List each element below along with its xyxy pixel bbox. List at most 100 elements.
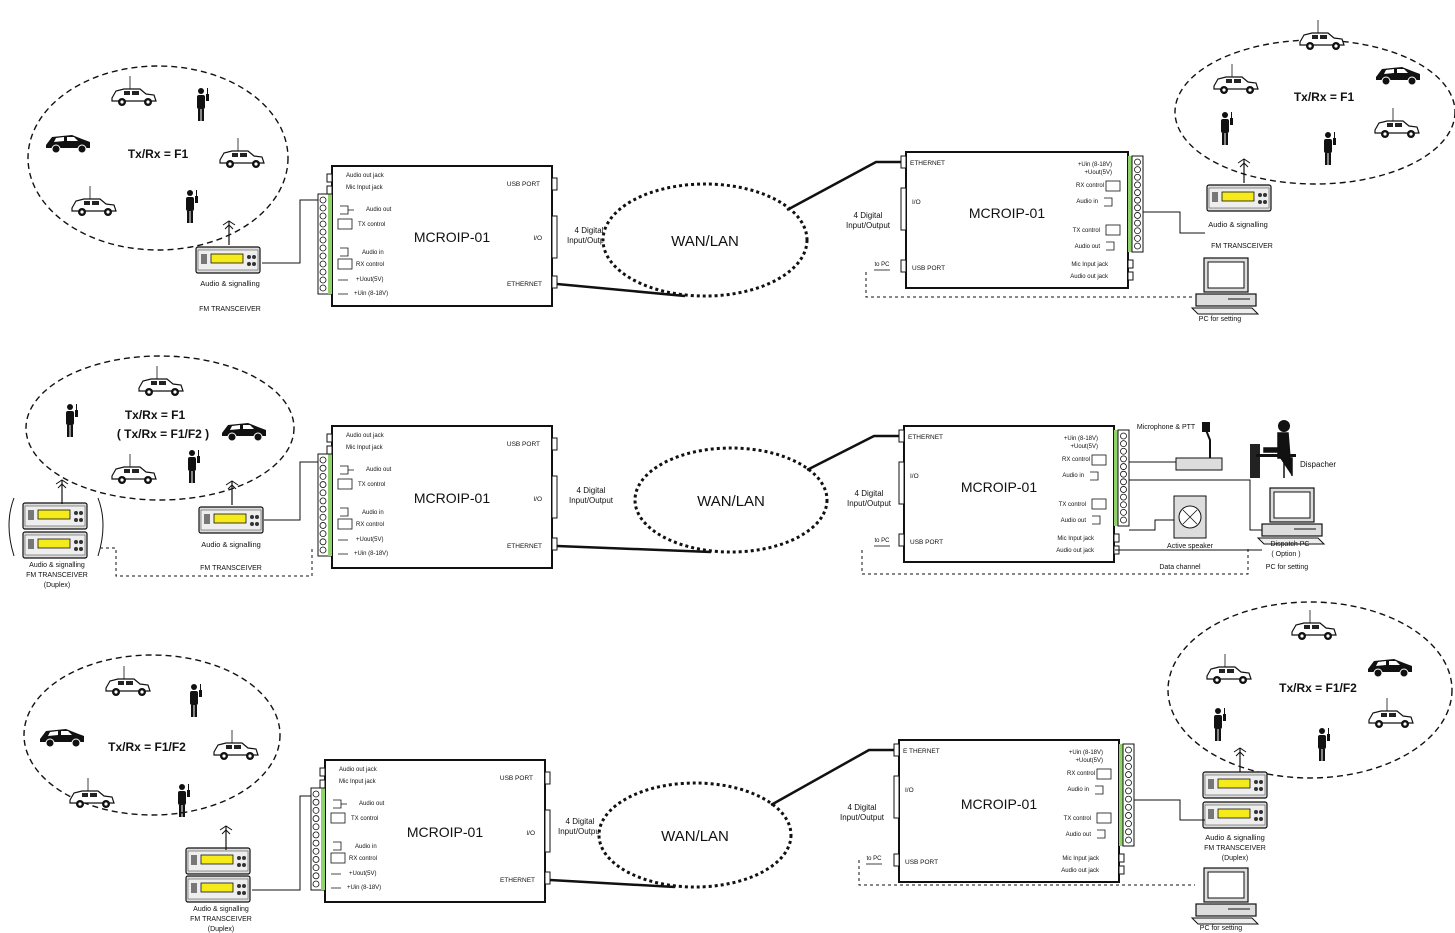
terminal-screw — [319, 538, 327, 546]
label-io: I/O — [912, 199, 921, 206]
audio-in-glyph — [1090, 471, 1099, 481]
to-pc-label: to PC — [874, 538, 890, 544]
link-radio-device — [262, 199, 318, 264]
label-tx-control: TX control — [358, 222, 385, 228]
terminal-screw — [1134, 212, 1141, 219]
terminal-screw — [1125, 787, 1132, 795]
label-audio-in: Audio in — [362, 250, 384, 256]
io-port — [544, 809, 551, 853]
terminal-screw — [319, 456, 327, 464]
device-body — [324, 759, 546, 903]
label-audio-in: Audio in — [1076, 199, 1098, 205]
terminal-green — [328, 194, 332, 294]
person-radio-icon — [177, 783, 191, 818]
car-icon — [105, 665, 151, 697]
antenna-icon — [219, 825, 233, 851]
io-label2: Input/Output — [569, 496, 614, 505]
person-radio-icon — [196, 87, 210, 122]
label-ethernet: ETHERNET — [507, 281, 542, 288]
terminal-strip — [1122, 743, 1135, 847]
device-name: MCROIP-01 — [407, 824, 483, 840]
label-rx-control: RX control — [356, 522, 384, 528]
radio-caption: Audio & signalling — [1205, 833, 1265, 842]
device-name: MCROIP-01 — [969, 205, 1045, 221]
terminal-screw — [312, 798, 320, 806]
link-ethernet-left — [556, 544, 712, 554]
person-radio-icon — [1317, 727, 1331, 762]
audio-in-glyph — [340, 247, 349, 257]
dispatch-pc-label: Dispatch PC — [1271, 541, 1310, 548]
person-radio-icon — [189, 683, 203, 718]
terminal-screw — [1120, 478, 1127, 486]
link-ethernet-left — [549, 878, 676, 889]
pc-label: PC for setting — [1200, 925, 1243, 932]
terminal-screw — [1134, 189, 1141, 196]
device-body — [905, 151, 1129, 289]
audio-in-glyph — [340, 507, 349, 517]
link-ethernet-right — [770, 748, 894, 807]
duplex-caption2: FM TRANSCEIVER — [26, 572, 88, 579]
terminal-screw — [1120, 432, 1127, 440]
label-rx-control: RX control — [349, 856, 377, 862]
jack — [1127, 271, 1134, 281]
radio-transceiver-icon — [22, 531, 88, 559]
terminal-screw — [319, 204, 327, 212]
terminal-screw — [319, 276, 327, 284]
terminal-screw — [1120, 440, 1127, 448]
jack — [1118, 865, 1125, 875]
dispatch-pc-setting: PC for setting — [1266, 564, 1309, 571]
relay-glyph — [330, 812, 346, 824]
terminal-screw — [319, 252, 327, 260]
label-usb-port: USB PORT — [507, 441, 540, 448]
wan-lan-label: WAN/LAN — [697, 493, 765, 510]
label-mic-input-jack: Mic Input jack — [1071, 262, 1109, 268]
usb-port — [893, 853, 900, 867]
person-radio-icon — [187, 449, 201, 484]
radio-transceiver-icon — [185, 847, 251, 875]
label-usb-port: USB PORT — [912, 265, 945, 272]
duplex-bracket — [8, 497, 104, 557]
audio-in-glyph — [1104, 197, 1113, 207]
label-ethernet: E THERNET — [903, 748, 940, 755]
terminal-screw — [1134, 242, 1141, 250]
terminal-screw — [1125, 828, 1132, 836]
radio-transceiver-icon — [1202, 801, 1268, 829]
terminal-screw — [312, 815, 320, 822]
car-icon — [1374, 107, 1420, 139]
coverage-zone-left-2 — [25, 355, 295, 501]
jack — [326, 433, 333, 443]
terminal-screw — [312, 831, 320, 839]
label-audio-out-jack: Audio out jack — [1061, 868, 1100, 874]
label-usb-port: USB PORT — [507, 181, 540, 188]
terminal-screw — [1120, 508, 1127, 516]
terminal-green — [321, 788, 325, 890]
label-audio-out-jack: Audio out jack — [339, 767, 378, 773]
terminal-screw — [1120, 470, 1127, 478]
terminal-strip — [1117, 429, 1130, 527]
terminal-screw — [1125, 803, 1132, 811]
terminal-screw — [1134, 158, 1141, 166]
car-dark-icon — [39, 728, 85, 748]
terminal-screw — [1125, 836, 1132, 844]
terminal-screw — [312, 856, 320, 863]
radio-transceiver-icon — [185, 875, 251, 903]
relay-glyph — [1096, 812, 1112, 824]
link-ethernet-right — [806, 434, 899, 472]
link-usb-pc-dashed — [858, 860, 1195, 886]
wan-lan-cloud-3 — [597, 781, 793, 889]
terminal-screw — [319, 236, 327, 244]
radio-transceiver-icon — [195, 246, 261, 274]
antenna-icon — [1237, 158, 1251, 184]
terminal-screw — [1134, 234, 1141, 242]
right-io-label: 4 Digital — [854, 211, 883, 220]
label-mic-input-jack: Mic Input jack — [1062, 856, 1100, 862]
link-data-channel-dashed — [861, 548, 1249, 575]
car-dark-icon — [45, 134, 91, 154]
car-icon — [1291, 609, 1337, 641]
terminal-screw — [1134, 227, 1141, 235]
terminal-screw — [319, 481, 327, 488]
audio-in-glyph — [333, 841, 342, 851]
label-io: I/O — [910, 473, 919, 480]
label-audio-in: Audio in — [355, 844, 377, 850]
